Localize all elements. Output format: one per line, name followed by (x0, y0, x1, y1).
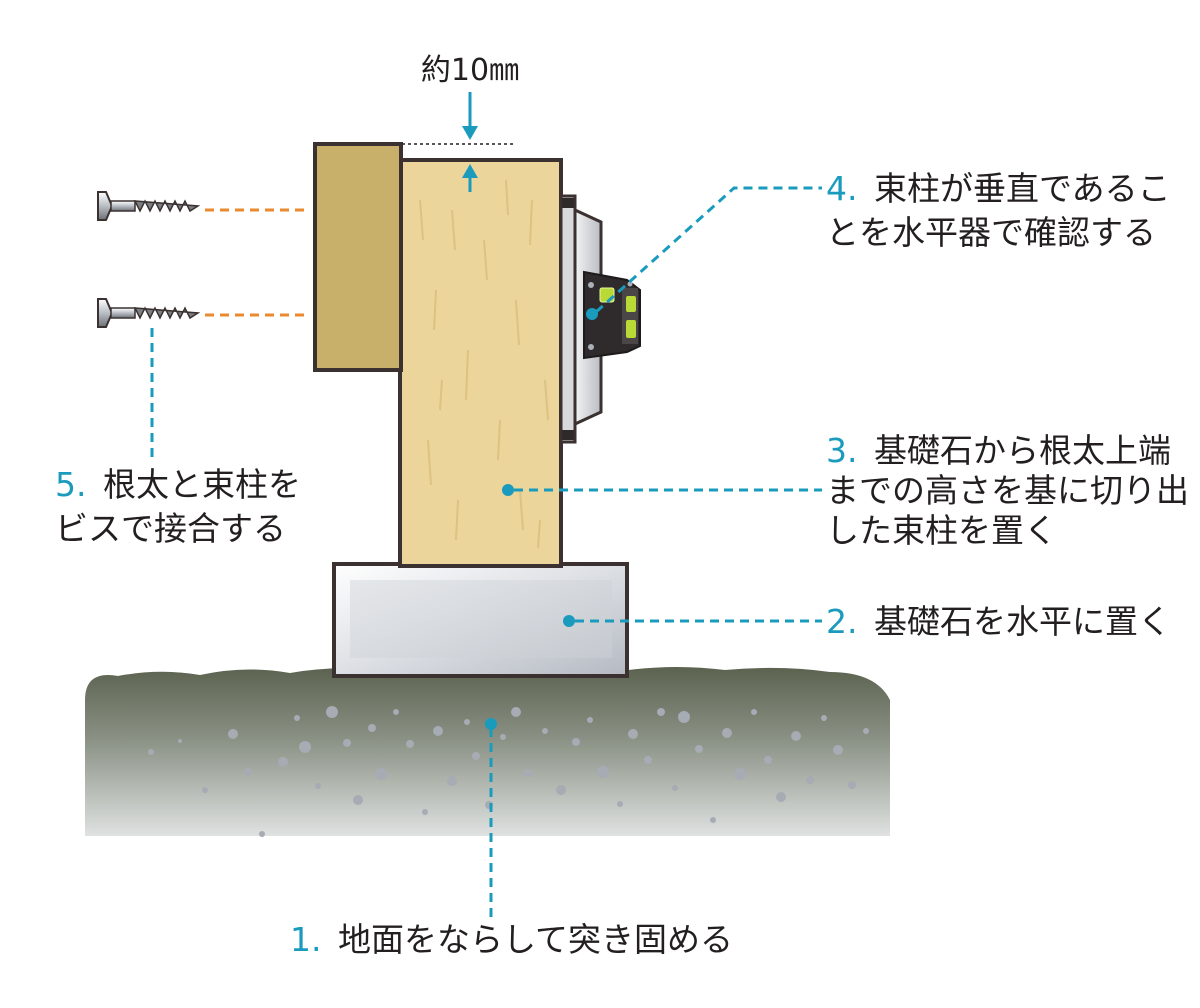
ground (85, 666, 890, 837)
step-4-text-line-1: 束柱が垂直であるこ (874, 169, 1171, 208)
dimension-marker (402, 92, 516, 192)
step-5-text-line-1: 根太と束柱を (103, 465, 301, 504)
step-1-text: 地面をならして突き固める (338, 920, 733, 959)
foundation-stone (332, 562, 629, 678)
spirit-level-icon (583, 270, 641, 360)
step-4-number: 4. (826, 169, 858, 208)
step-1-number: 1. (290, 920, 322, 959)
step-2-text: 基礎石を水平に置く (874, 602, 1171, 641)
step-4-label: 4. 束柱が垂直であるこ (826, 169, 1171, 208)
step-5-label: 5. 根太と束柱を (55, 465, 301, 504)
step-3-text-line-1: 基礎石から根太上端 (874, 431, 1171, 470)
wood-grain (419, 179, 549, 549)
joist-beam (313, 142, 403, 372)
screw-icon (97, 298, 201, 328)
screw-icon (97, 191, 201, 221)
step-5-text-line-2: ビスで接合する (55, 509, 286, 548)
step-2-number: 2. (826, 602, 858, 641)
step-2-label: 2. 基礎石を水平に置く (826, 602, 1171, 641)
ground-gravel (148, 706, 869, 837)
screw-guide-lines (205, 208, 305, 317)
leader-dots (485, 308, 598, 730)
leader-lines (150, 186, 822, 918)
step-4-text-line-2: とを水平器で確認する (826, 213, 1156, 252)
step-3-text-line-2: までの高さを基に切り出 (826, 471, 1189, 510)
step-3-label: 3. 基礎石から根太上端 (826, 431, 1171, 470)
step-3-text-line-3: した束柱を置く (826, 511, 1057, 550)
step-1-label: 1. 地面をならして突き固める (290, 920, 733, 959)
dimension-label: 約10㎜ (421, 53, 519, 88)
step-3-number: 3. (826, 431, 858, 470)
support-post (398, 158, 563, 568)
step-5-number: 5. (55, 465, 87, 504)
